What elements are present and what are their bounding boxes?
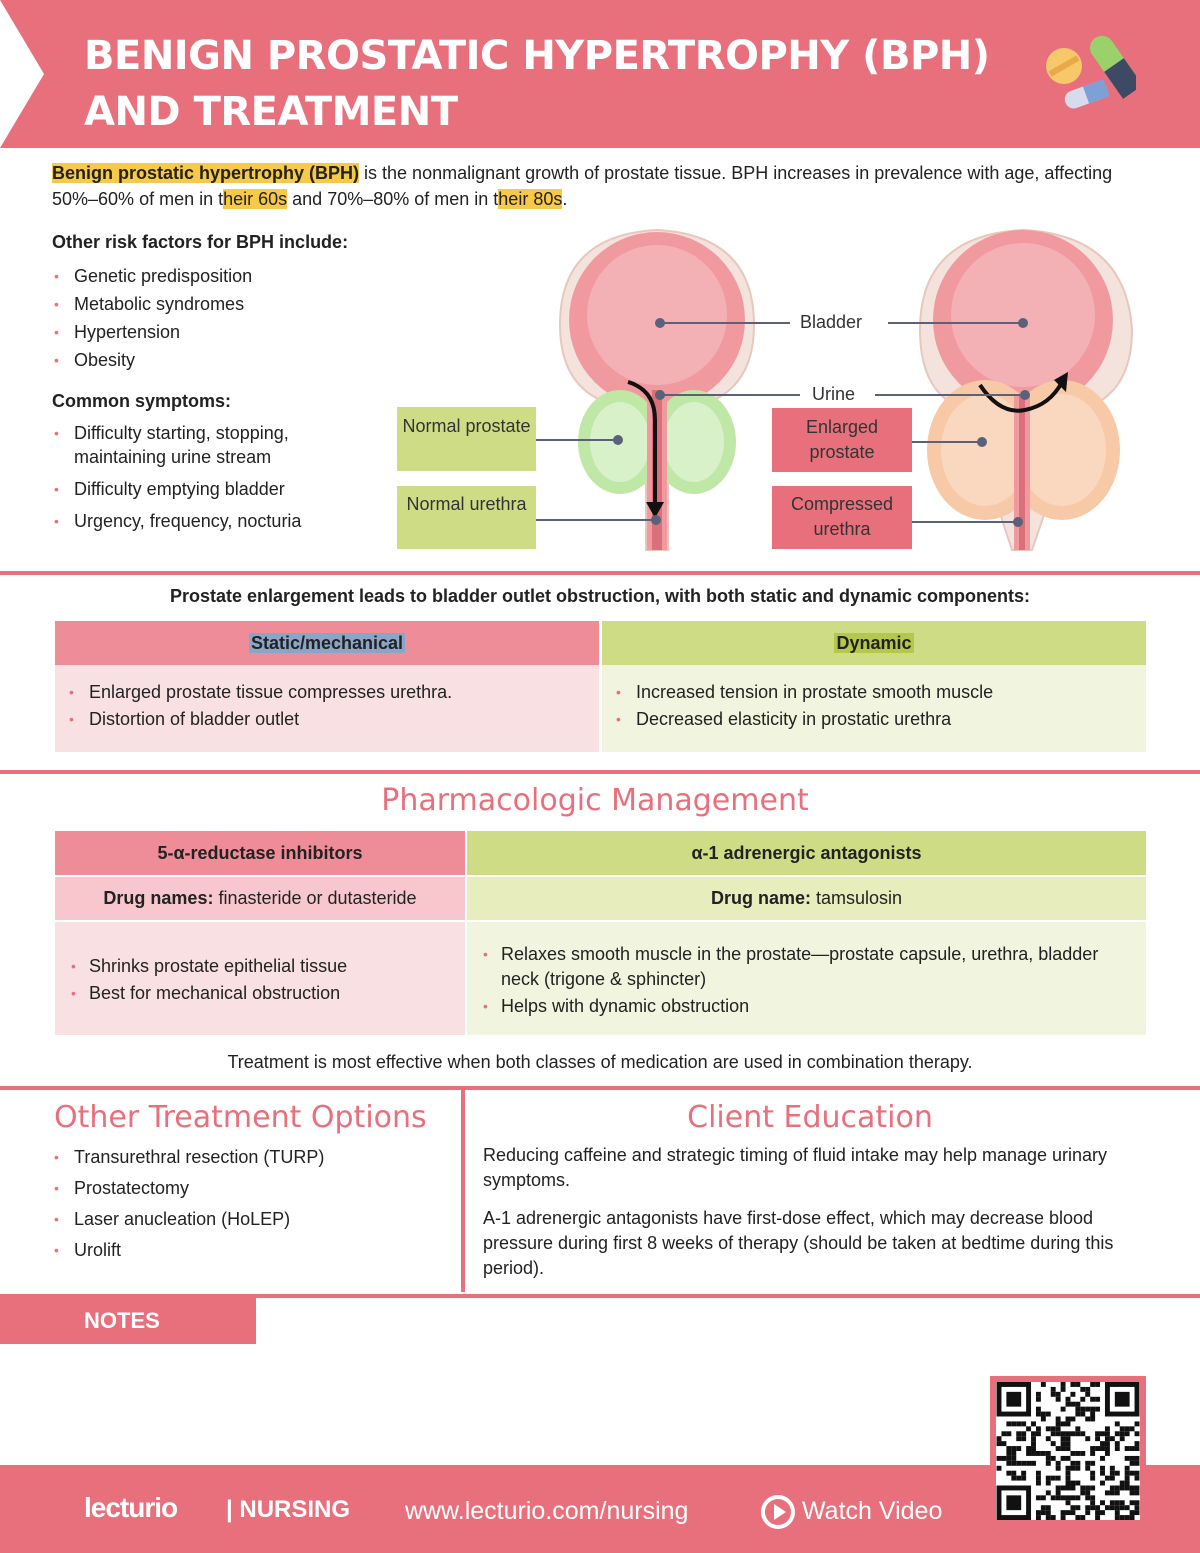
drug-name-value: tamsulosin (810, 888, 903, 908)
pharm-col2-header: α-1 adrenergic antagonists (467, 831, 1146, 875)
notes-bar (0, 1294, 1200, 1298)
watch-video-label: Watch Video (802, 1497, 943, 1525)
notes-label: NOTES (84, 1308, 160, 1333)
highlight-60s: heir 60s (223, 189, 288, 209)
static-body: Enlarged prostate tissue compresses uret… (55, 665, 599, 752)
vertical-divider (461, 1090, 465, 1292)
prostate-diagram (536, 228, 1134, 551)
static-column: Static/mechanical Enlarged prostate tiss… (55, 621, 599, 752)
list-item: Increased tension in prostate smooth mus… (612, 679, 1146, 706)
page-title: BENIGN PROSTATIC HYPERTROPHY (BPH) AND T… (84, 28, 1024, 140)
pharm-col2-body: Relaxes smooth muscle in the prostate—pr… (467, 922, 1146, 1035)
dynamic-column: Dynamic Increased tension in prostate sm… (602, 621, 1146, 752)
list-item: Obesity (52, 346, 252, 374)
header-chevron (0, 0, 44, 148)
dynamic-heading: Dynamic (834, 633, 914, 653)
notes-tab (0, 1298, 256, 1344)
normal-anatomy (558, 228, 756, 551)
intro-text-2: and 70%–80% of men in t (287, 189, 499, 209)
pharm-table: 5-α-reductase inhibitors α-1 adrenergic … (55, 831, 1146, 1035)
other-treatment-list: Transurethral resection (TURP)Prostatect… (52, 1142, 452, 1266)
list-item: Metabolic syndromes (52, 290, 252, 318)
pharm-col1-drugs: Drug names: finasteride or dutasteride (55, 877, 465, 920)
list-item: Helps with dynamic obstruction (477, 994, 1136, 1019)
section-divider (0, 571, 1200, 575)
obstruction-table: Static/mechanical Enlarged prostate tiss… (55, 621, 1146, 752)
pharm-col1-body: Shrinks prostate epithelial tissueBest f… (55, 922, 465, 1035)
watch-video-button[interactable]: Watch Video (760, 1494, 942, 1537)
play-circle-icon (761, 1495, 795, 1529)
bladder-label: Bladder (794, 312, 869, 333)
list-item: Urolift (52, 1235, 452, 1266)
symptoms-list: Difficulty starting, stopping, maintaini… (52, 421, 352, 541)
list-item: Distortion of bladder outlet (65, 706, 599, 733)
pharm-col1-list: Shrinks prostate epithelial tissueBest f… (65, 954, 465, 1006)
static-header: Static/mechanical (55, 621, 599, 665)
list-item: Hypertension (52, 318, 252, 346)
normal-prostate-label: Normal prostate (397, 407, 536, 471)
static-heading: Static/mechanical (248, 633, 406, 653)
list-item: Decreased elasticity in prostatic urethr… (612, 706, 1146, 733)
list-item: Relaxes smooth muscle in the prostate—pr… (477, 942, 1136, 992)
title-line-1: BENIGN PROSTATIC HYPERTROPHY (BPH) (84, 33, 990, 79)
qr-code-pattern (996, 1382, 1140, 1520)
risk-factors-list: Genetic predispositionMetabolic syndrome… (52, 262, 252, 374)
footer-url-link[interactable]: www.lecturio.com/nursing (405, 1497, 689, 1525)
header-banner (0, 0, 1200, 148)
pills-icon (1046, 35, 1136, 109)
education-paragraph-2: A-1 adrenergic antagonists have first-do… (483, 1208, 1114, 1278)
client-education-title: Client Education (687, 1100, 933, 1135)
dynamic-header: Dynamic (602, 621, 1146, 665)
drug-names-value: finasteride or dutasteride (213, 888, 417, 908)
list-item: Difficulty starting, stopping, maintaini… (52, 421, 352, 469)
list-item: Best for mechanical obstruction (65, 981, 465, 1006)
dynamic-body: Increased tension in prostate smooth mus… (602, 665, 1146, 752)
intro-paragraph: Benign prostatic hypertrophy (BPH) is th… (52, 160, 1152, 212)
static-list: Enlarged prostate tissue compresses uret… (65, 679, 599, 733)
section-divider (0, 770, 1200, 774)
title-line-2: AND TREATMENT (84, 89, 458, 135)
pharm-title: Pharmacologic Management (381, 783, 809, 818)
list-item: Laser anucleation (HoLEP) (52, 1204, 452, 1235)
compressed-urethra-label: Compressed urethra (772, 486, 912, 549)
list-item: Difficulty emptying bladder (52, 477, 352, 501)
symptoms-heading: Common symptoms: (52, 391, 232, 411)
qr-code[interactable] (990, 1376, 1146, 1526)
drug-names-label: Drug names: (103, 888, 214, 908)
pharm-col2-drugs: Drug name: tamsulosin (467, 877, 1146, 920)
list-item: Enlarged prostate tissue compresses uret… (65, 679, 599, 706)
nursing-label: | NURSING (226, 1496, 351, 1523)
dynamic-list: Increased tension in prostate smooth mus… (612, 679, 1146, 733)
obstruction-title: Prostate enlargement leads to bladder ou… (169, 586, 1031, 606)
risk-factors-heading: Other risk factors for BPH include: (52, 232, 349, 252)
drug-name-label: Drug name: (710, 888, 811, 908)
list-item: Urgency, frequency, nocturia (52, 509, 352, 533)
section-divider (0, 1086, 1200, 1090)
other-treatment-title: Other Treatment Options (54, 1100, 427, 1135)
urine-label: Urine (806, 384, 862, 405)
lecturio-logo: lecturio (84, 1492, 178, 1523)
bph-term: Benign prostatic hypertrophy (BPH) (52, 163, 360, 183)
normal-urethra-label: Normal urethra (397, 486, 536, 549)
list-item: Transurethral resection (TURP) (52, 1142, 452, 1173)
combination-note: Treatment is most effective when both cl… (227, 1052, 973, 1072)
enlarged-anatomy (918, 228, 1134, 551)
list-item: Genetic predisposition (52, 262, 252, 290)
list-item: Prostatectomy (52, 1173, 452, 1204)
pharm-col1-header: 5-α-reductase inhibitors (55, 831, 465, 875)
enlarged-prostate-label: Enlarged prostate (772, 408, 912, 472)
education-paragraph-1: Reducing caffeine and strategic timing o… (483, 1145, 1108, 1190)
intro-text-3: . (562, 189, 568, 209)
highlight-80s: heir 80s (498, 189, 563, 209)
pharm-col2-list: Relaxes smooth muscle in the prostate—pr… (477, 942, 1136, 1019)
list-item: Shrinks prostate epithelial tissue (65, 954, 465, 979)
intro-text-1: is the nonmalignant growth of prostate t… (52, 163, 1113, 209)
